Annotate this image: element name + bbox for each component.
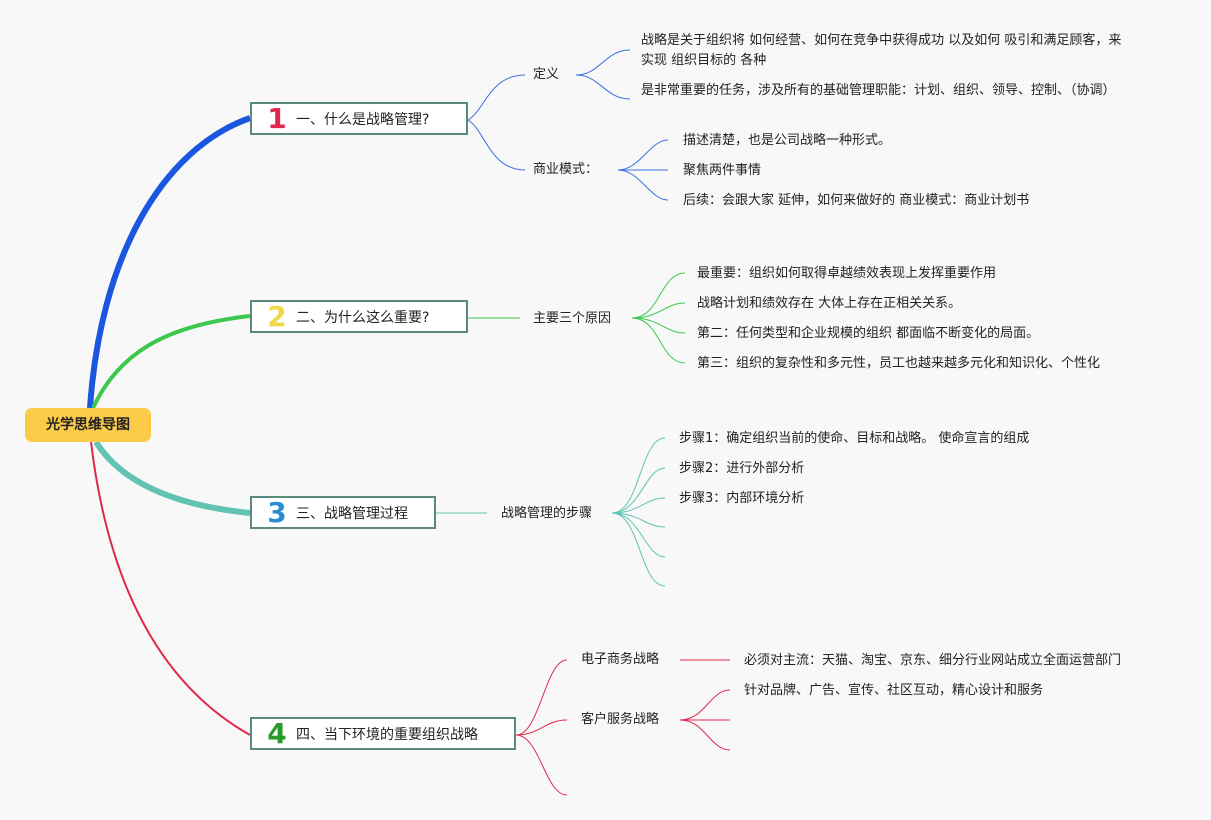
subtopic-ecommerce[interactable]: 电子商务战略 [581,652,660,667]
root-node[interactable]: 光学思维导图 [25,408,151,442]
leaf-definition-1[interactable]: 战略是关于组织将 如何经营、如何在竞争中获得成功 以及如何 吸引和满足顾客，来实… [641,33,1122,68]
topic-title-1: 一、什么是战略管理? [296,111,430,128]
subtopic-steps[interactable]: 战略管理的步骤 [501,506,593,521]
leaf-step-1[interactable]: 步骤1：确定组织当前的使命、目标和战略。 使命宣言的组成 [679,431,1030,446]
leaf-business-model-3[interactable]: 后续：会跟大家 延伸，如何来做好的 商业模式：商业计划书 [683,193,1030,208]
topic-title-2: 二、为什么这么重要? [296,309,430,326]
leaf-ecommerce-1[interactable]: 必须对主流：天猫、淘宝、京东、细分行业网站成立全面运营部门 [744,653,1122,668]
topic-number-1: 1 [267,102,287,135]
leaf-reason-2[interactable]: 战略计划和绩效存在 大体上存在正相关关系。 [697,296,962,311]
branch-line-1 [87,115,252,409]
leaf-business-model-1[interactable]: 描述清楚，也是公司战略一种形式。 [683,133,892,148]
branch-line-4 [90,441,251,736]
subtopic-customer-service[interactable]: 客户服务战略 [581,712,660,727]
subtopic-three-reasons[interactable]: 主要三个原因 [533,311,612,326]
topic-number-2: 2 [267,300,287,333]
topic-number-3: 3 [267,496,287,529]
leaf-reason-3[interactable]: 第二：任何类型和企业规模的组织 都面临不断变化的局面。 [697,326,1040,341]
topic-node-2[interactable]: 2 二、为什么这么重要? [250,300,468,333]
topic-title-3: 三、战略管理过程 [296,505,408,522]
subtopic-definition[interactable]: 定义 [533,67,560,82]
branch-line-2 [91,314,251,409]
topic-node-4[interactable]: 4 四、当下环境的重要组织战略 [250,717,516,750]
leaf-business-model-2[interactable]: 聚焦两件事情 [683,163,762,178]
topic-title-4: 四、当下环境的重要组织战略 [296,726,478,743]
leaf-step-3[interactable]: 步骤3：内部环境分析 [679,491,805,506]
branch-line-3 [93,440,251,516]
topic-node-3[interactable]: 3 三、战略管理过程 [250,496,436,529]
leaf-step-2[interactable]: 步骤2：进行外部分析 [679,461,805,476]
topic-number-4: 4 [267,717,287,750]
subtopic-business-model[interactable]: 商业模式： [533,162,599,177]
leaf-reason-4[interactable]: 第三：组织的复杂性和多元性，员工也越来越多元化和知识化、个性化 [697,356,1101,371]
leaf-reason-1[interactable]: 最重要：组织如何取得卓越绩效表现上发挥重要作用 [697,266,997,281]
leaf-definition-2[interactable]: 是非常重要的任务，涉及所有的基础管理职能：计划、组织、领导、控制、（协调） [641,83,1116,98]
leaf-customer-service-1[interactable]: 针对品牌、广告、宣传、社区互动，精心设计和服务 [744,683,1044,698]
topic-node-1[interactable]: 1 一、什么是战略管理? [250,102,468,135]
